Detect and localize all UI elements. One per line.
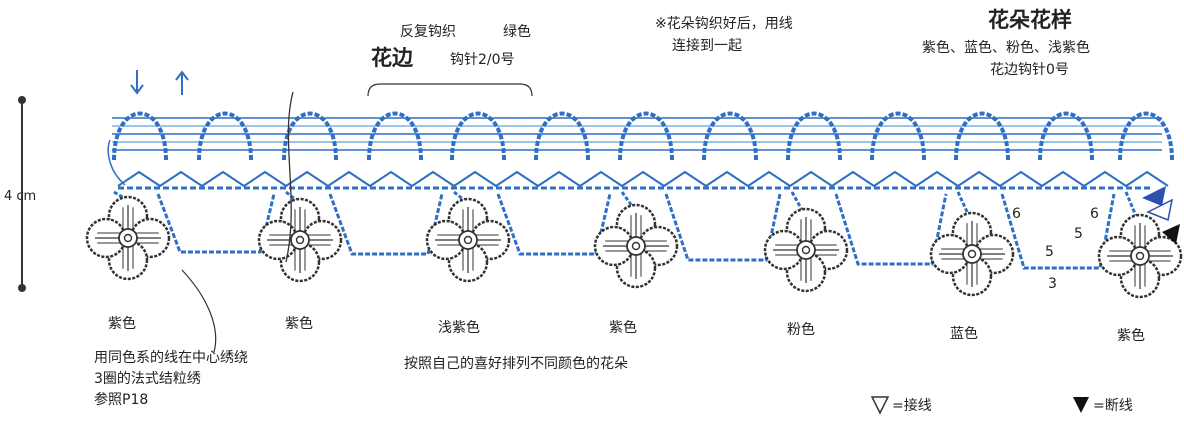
flower-center — [290, 230, 310, 250]
flower-colors: 紫色、蓝色、粉色、浅紫色 — [922, 40, 1090, 56]
repeat-note: 反复钩织 — [400, 24, 456, 40]
join-note-line1: ※花朵钩织好后，用线 — [655, 16, 793, 32]
flower-connectors — [113, 190, 1138, 270]
join-legend-icon — [870, 396, 890, 415]
flower-center-knot — [1135, 251, 1145, 261]
stitch-count: 3 — [1048, 276, 1057, 292]
flower-color-label: 紫色 — [108, 316, 136, 332]
flower-center — [796, 240, 816, 260]
flower-center-knot — [463, 235, 473, 245]
cut-marker-icon — [1162, 224, 1180, 244]
flower-motif — [85, 195, 171, 281]
edging-loop — [112, 111, 168, 161]
break-line — [285, 91, 294, 263]
connector-chain — [496, 193, 612, 256]
flower-color-label: 浅紫色 — [438, 320, 480, 336]
connector-chain — [620, 191, 634, 207]
join-note-line2: 连接到一起 — [672, 38, 742, 54]
edging-loop — [1118, 111, 1174, 161]
flower-color-label: 紫色 — [285, 316, 313, 332]
flower-motif — [929, 211, 1015, 297]
flower-motif — [425, 197, 511, 283]
edging-loop — [534, 111, 590, 161]
edging-loop — [870, 111, 926, 161]
flower-color-label: 粉色 — [787, 322, 815, 338]
edging-loop — [1038, 111, 1094, 161]
arrange-note: 按照自己的喜好排列不同颜色的花朵 — [404, 356, 628, 372]
edging-loop — [702, 111, 758, 161]
flower-motif — [763, 207, 849, 293]
join-legend-label: =接线 — [892, 398, 932, 414]
flower-center — [458, 230, 478, 250]
stitch-count: 5 — [1074, 226, 1083, 242]
edging-loop — [282, 111, 338, 161]
connector-chain — [790, 191, 804, 211]
connector-chain — [664, 193, 782, 262]
flower-title: 花朵花样 — [988, 8, 1072, 32]
edging-loop — [618, 111, 674, 161]
connector-chain — [834, 193, 948, 266]
edging-loop — [954, 111, 1010, 161]
repeat-color: 绿色 — [503, 24, 531, 40]
connector-chain — [956, 191, 970, 215]
connector-chain — [1000, 193, 1116, 270]
stitch-count: 5 — [1045, 244, 1054, 260]
edging-loop — [450, 111, 506, 161]
flower-center-knot — [801, 245, 811, 255]
repeat-bracket — [367, 83, 533, 97]
stitch-count: 6 — [1012, 206, 1021, 222]
stitch-count: 6 — [1090, 206, 1099, 222]
flower-color-label: 紫色 — [1117, 328, 1145, 344]
flower-color-label: 紫色 — [609, 320, 637, 336]
edging-loops — [112, 111, 1174, 190]
flower-center-knot — [123, 233, 133, 243]
direction-arrows — [107, 70, 189, 186]
center-note-line2: 3圈的法式结粒绣 — [94, 371, 201, 387]
scale-bar — [18, 96, 26, 292]
edge-title: 花边 — [371, 46, 413, 70]
edge-hook2: 花边钩针0号 — [990, 62, 1069, 78]
flower-center-knot — [967, 249, 977, 259]
edging-loop — [197, 111, 253, 161]
edging-loop — [786, 111, 842, 161]
join-marker-outline-icon — [1146, 198, 1174, 222]
flower-motif — [593, 203, 679, 289]
leader-line — [181, 269, 217, 353]
flower-center — [626, 236, 646, 256]
cut-legend-label: =断线 — [1093, 398, 1133, 414]
scale-label: 4 cm — [4, 189, 37, 204]
center-note-line3: 参照P18 — [94, 392, 149, 408]
cut-legend-icon — [1073, 397, 1089, 413]
flower-center-knot — [631, 241, 641, 251]
flower-motifs — [85, 195, 1183, 299]
flower-center-knot — [295, 235, 305, 245]
flower-color-label: 蓝色 — [950, 326, 978, 342]
connector-chain — [156, 193, 276, 254]
edging-zigzag — [117, 170, 1169, 188]
flower-center — [962, 244, 982, 264]
flower-center — [1130, 246, 1150, 266]
join-marker-icon — [1142, 186, 1166, 206]
edge-hook: 钩针2/0号 — [450, 52, 515, 68]
connector-chain — [328, 193, 444, 256]
flower-motif — [1097, 213, 1183, 299]
center-note-line1: 用同色系的线在中心绣绕 — [94, 350, 248, 366]
flower-center — [118, 228, 138, 248]
edging-loop — [367, 111, 423, 161]
connector-chain — [1124, 191, 1138, 217]
connector-chain — [453, 190, 465, 202]
